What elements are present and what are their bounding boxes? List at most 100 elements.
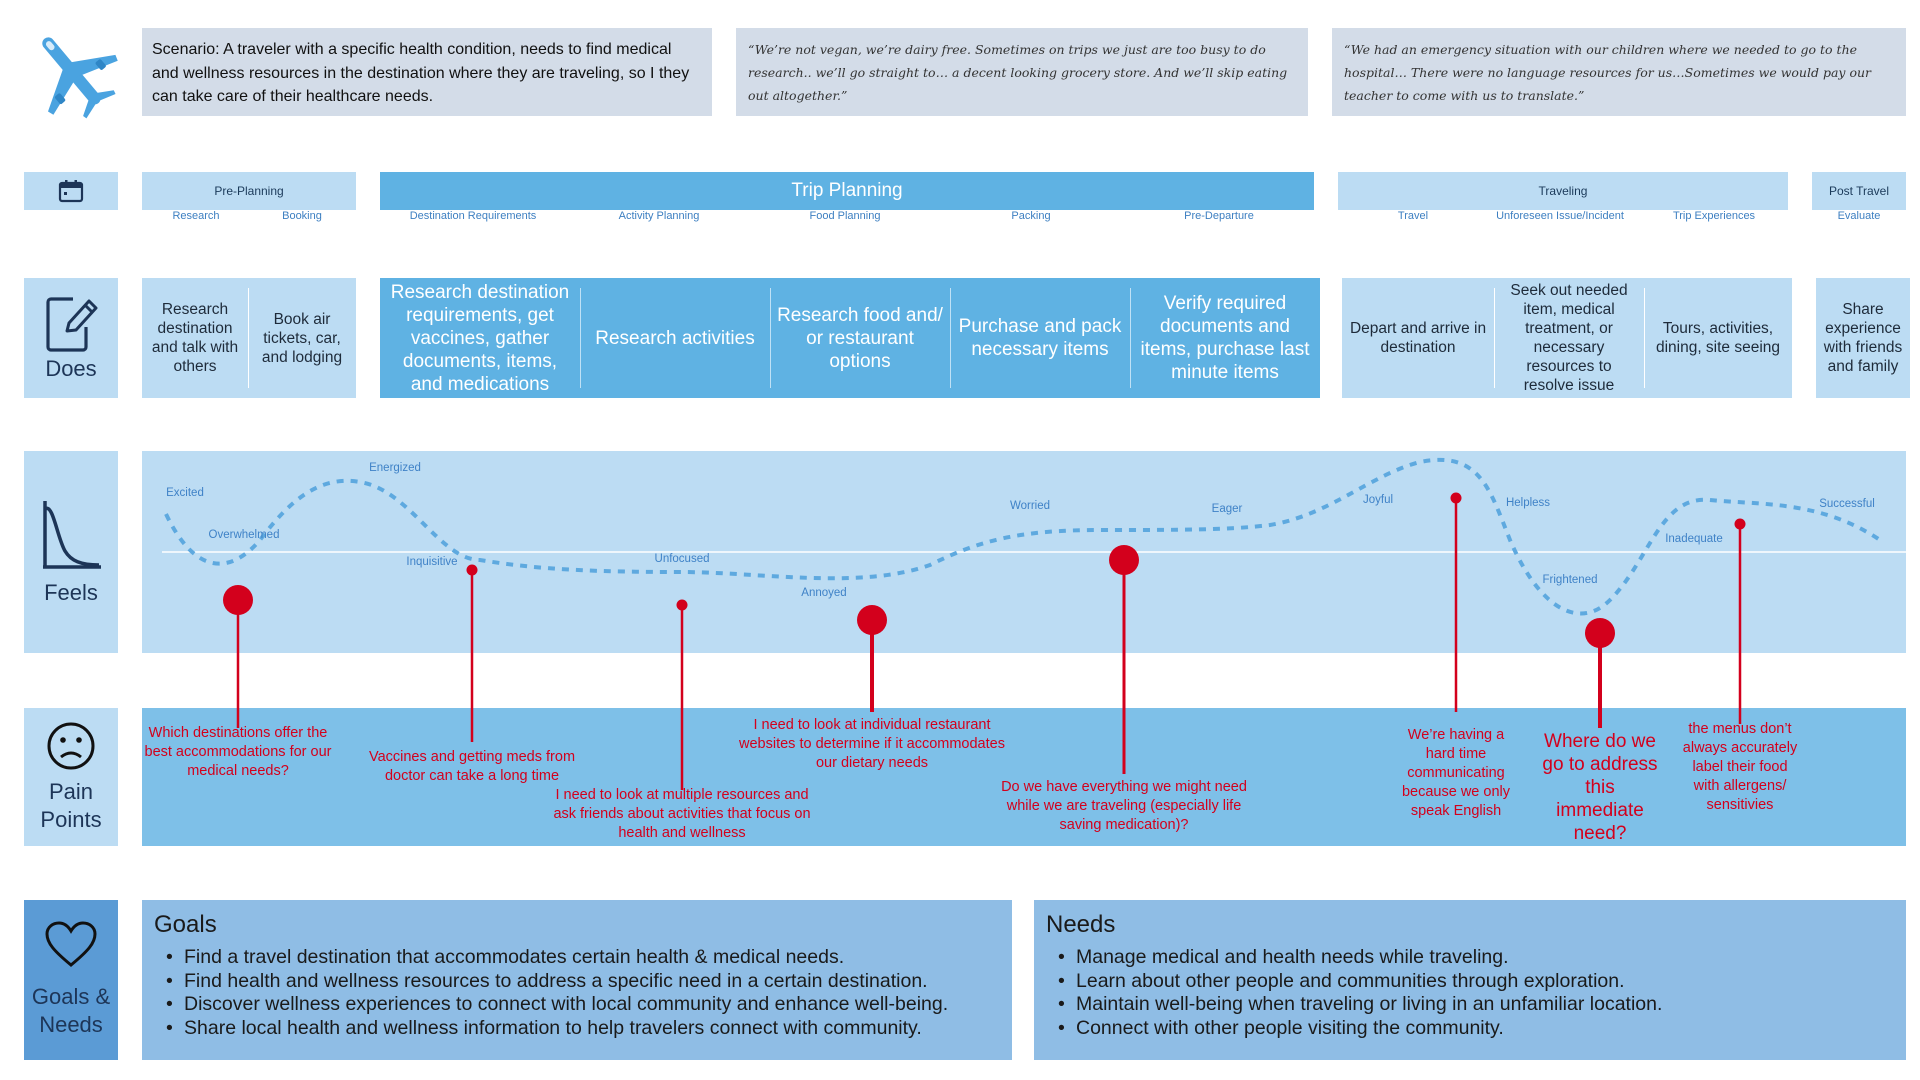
does-depart-arrive: Depart and arrive in destination — [1342, 278, 1494, 398]
does-post-travel: Share experience with friends and family — [1816, 278, 1910, 398]
pain-dot — [1734, 518, 1746, 530]
edit-document-icon — [46, 297, 98, 352]
pain-point-8: the menus don’t always accurately label … — [1682, 721, 1798, 813]
feel-helpless: Helpless — [1505, 497, 1551, 509]
does-share-experience: Share experience with friends and family — [1816, 278, 1910, 398]
feel-unfocused: Unfocused — [654, 553, 710, 565]
pain-point-3: I need to look at multiple resources and… — [553, 787, 811, 841]
does-tours-activities: Tours, activities, dining, site seeing — [1644, 278, 1792, 398]
pain-point-1: Which destinations offer the best accomm… — [144, 725, 332, 779]
does-traveling: Depart and arrive in destination Seek ou… — [1342, 278, 1792, 398]
feel-frightened: Frightened — [1542, 574, 1598, 586]
pain-dot — [1585, 618, 1615, 648]
sub-booking: Booking — [282, 210, 322, 222]
row-label-pain-text-2: Points — [40, 807, 102, 832]
feel-inquisitive: Inquisitive — [406, 556, 458, 568]
feel-excited: Excited — [166, 487, 204, 499]
calendar-icon — [24, 172, 118, 210]
row-label-does-text: Does — [45, 356, 97, 381]
sub-packing: Packing — [1011, 210, 1051, 222]
divider — [1130, 288, 1131, 388]
does-research-activities: Research activities — [580, 278, 770, 398]
pain-dot — [1450, 492, 1462, 504]
row-label-feels-text: Feels — [44, 580, 98, 605]
phase-pre-planning: Pre-Planning — [142, 172, 356, 210]
row-label-goals-text-2: Needs — [39, 1012, 103, 1037]
pain-dots — [223, 492, 1746, 648]
sub-research: Research — [172, 210, 220, 222]
divider — [1494, 288, 1495, 388]
list-item: Manage medical and health needs while tr… — [1058, 946, 1894, 970]
row-label-pain-points: Pain Points — [24, 708, 118, 846]
phase-traveling: Traveling — [1338, 172, 1788, 210]
does-trip-planning: Research destination requirements, get v… — [380, 278, 1320, 398]
divider — [770, 288, 771, 388]
list-item: Share local health and wellness informat… — [166, 1017, 1000, 1041]
pain-dot — [676, 599, 688, 611]
divider — [580, 288, 581, 388]
airplane-icon — [24, 24, 124, 124]
feel-inadequate: Inadequate — [1665, 533, 1723, 545]
sad-face-icon — [47, 722, 95, 770]
row-label-feels: Feels — [24, 451, 118, 653]
sub-pre-departure: Pre-Departure — [1184, 210, 1254, 222]
pain-dot — [857, 605, 887, 635]
does-seek-treatment: Seek out needed item, medical treatment,… — [1494, 278, 1644, 398]
pain-point-5: Do we have everything we might need whil… — [1001, 779, 1247, 833]
list-item: Discover wellness experiences to connect… — [166, 993, 1000, 1017]
sub-destination-requirements: Destination Requirements — [409, 210, 537, 222]
curve-chart-icon — [43, 501, 101, 569]
divider — [1644, 288, 1645, 388]
sub-activity-planning: Activity Planning — [618, 210, 700, 222]
feel-worried: Worried — [1009, 500, 1051, 512]
sub-unforeseen-issue: Unforeseen Issue/Incident — [1496, 210, 1624, 222]
pain-point-7: Where do we go to address this immediate… — [1542, 731, 1658, 844]
quote-emergency: “We had an emergency situation with our … — [1332, 28, 1906, 116]
needs-box: Needs Manage medical and health needs wh… — [1034, 900, 1906, 1060]
does-purchase-pack: Purchase and pack necessary items — [950, 278, 1130, 398]
sub-travel: Travel — [1397, 210, 1429, 222]
pain-dot — [466, 564, 478, 576]
pain-point-6: We’re having a hard time communicating b… — [1401, 727, 1510, 819]
phase-post-travel: Post Travel — [1812, 172, 1906, 210]
needs-list: Manage medical and health needs while tr… — [1046, 946, 1894, 1040]
row-label-does: Does — [24, 278, 118, 398]
list-item: Connect with other people visiting the c… — [1058, 1017, 1894, 1041]
phase-trip-planning: Trip Planning — [380, 172, 1314, 210]
does-book-tickets: Book air tickets, car, and lodging — [248, 278, 356, 398]
pain-band — [142, 708, 1906, 846]
sub-food-planning: Food Planning — [809, 210, 881, 222]
pain-point-4: I need to look at individual restaurant … — [739, 717, 1005, 771]
row-label-goals-text-1: Goals & — [31, 984, 111, 1009]
list-item: Maintain well-being when traveling or li… — [1058, 993, 1894, 1017]
pain-dot — [1109, 545, 1139, 575]
pain-point-2: Vaccines and getting meds from doctor ca… — [368, 749, 576, 784]
sub-trip-experiences: Trip Experiences — [1672, 210, 1756, 222]
goals-title: Goals — [154, 911, 217, 938]
list-item: Find a travel destination that accommoda… — [166, 946, 1000, 970]
row-label-goals-needs: Goals & Needs — [24, 900, 118, 1060]
feel-successful: Successful — [1819, 498, 1875, 510]
list-item: Learn about other people and communities… — [1058, 970, 1894, 994]
divider — [248, 288, 249, 388]
does-research-destination: Research destination and talk with other… — [142, 278, 248, 398]
emotion-curve — [164, 458, 1882, 616]
pain-stems — [236, 500, 1742, 790]
row-label-pain-text-1: Pain — [48, 779, 94, 804]
does-verify-documents: Verify required documents and items, pur… — [1130, 278, 1320, 398]
does-destination-requirements: Research destination requirements, get v… — [380, 278, 580, 398]
sub-evaluate: Evaluate — [1837, 210, 1881, 222]
scenario-box: Scenario: A traveler with a specific hea… — [142, 28, 712, 116]
feel-overwhelmed: Overwhelmed — [208, 529, 280, 541]
feel-energized: Energized — [369, 462, 421, 474]
feel-eager: Eager — [1211, 503, 1243, 515]
quote-dietary: “We’re not vegan, we’re dairy free. Some… — [736, 28, 1308, 116]
goals-box: Goals Find a travel destination that acc… — [142, 900, 1012, 1060]
pain-dot — [223, 585, 253, 615]
feel-annoyed: Annoyed — [801, 587, 847, 599]
heart-icon — [45, 921, 97, 967]
feel-joyful: Joyful — [1362, 494, 1394, 506]
does-preplanning: Research destination and talk with other… — [142, 278, 356, 398]
list-item: Find health and wellness resources to ad… — [166, 970, 1000, 994]
